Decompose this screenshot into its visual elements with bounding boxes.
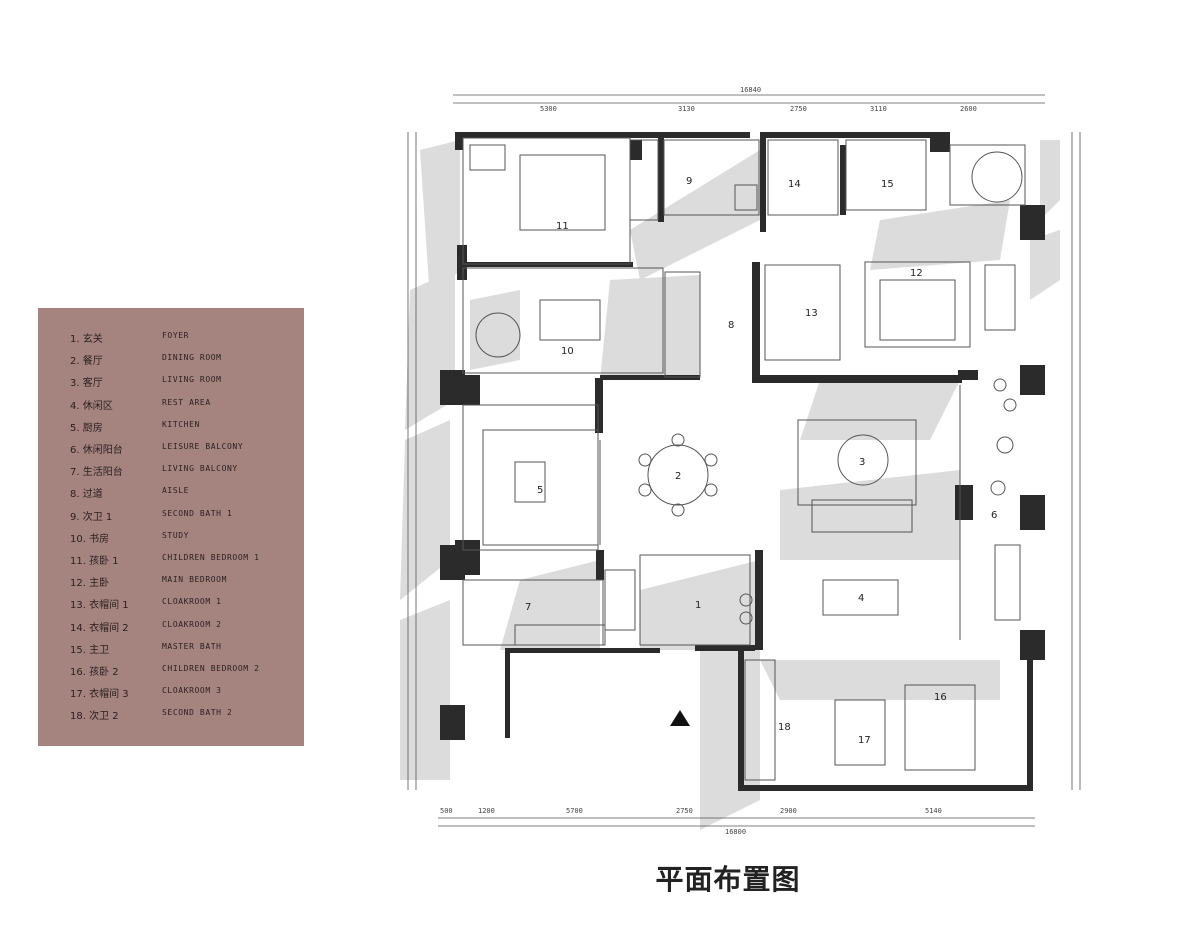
room-number-6: 6	[991, 510, 997, 521]
top-dim-4: 3110	[870, 105, 887, 113]
legend-item-en: SECOND BATH 2	[162, 708, 233, 718]
legend-item-en: LEISURE BALCONY	[162, 442, 244, 451]
dimension-text: 16840 5300 3130 2750 3110 2600 500 1200 …	[440, 86, 977, 836]
legend-item-cn: 17. 衣帽间 3	[70, 689, 129, 701]
room-number-11: 11	[556, 221, 569, 232]
legend-item-cn: 8. 过道	[70, 489, 103, 501]
legend-item-en: CHILDREN BEDROOM 1	[162, 553, 260, 562]
top-dim-5: 2600	[960, 105, 977, 113]
room-number-4: 4	[858, 593, 864, 604]
room-numbers: 1 2 3 4 5 6 7 8 9 10 11 12 13 14 15 16 1…	[525, 176, 997, 746]
legend-item-en: CLOAKROOM 2	[162, 619, 222, 629]
legend-item: 17. 衣帽间 3 CLOAKROOM 3	[38, 685, 304, 701]
interior-lines	[462, 137, 1026, 781]
room-number-5: 5	[537, 485, 543, 496]
legend-item-cn: 6. 休闲阳台	[70, 445, 123, 456]
legend-item-en: MASTER BATH	[162, 641, 222, 651]
legend-item-cn: 11. 孩卧 1	[70, 556, 119, 567]
legend-item-cn: 10. 书房	[70, 533, 110, 545]
entrance-arrow	[670, 710, 690, 726]
legend-item: 1. 玄关 FOYER	[38, 330, 304, 346]
room-number-17: 17	[858, 735, 871, 746]
top-dim-2: 3130	[678, 105, 695, 113]
plan-title: 平面布置图	[655, 863, 801, 896]
legend-item-en: FOYER	[162, 331, 190, 340]
room-number-13: 13	[805, 308, 818, 319]
bottom-dim-2: 1200	[478, 807, 495, 815]
bottom-dim-4: 2750	[676, 807, 693, 815]
room-number-14: 14	[788, 179, 801, 190]
legend-item-cn: 14. 衣帽间 2	[70, 622, 129, 634]
legend-item-cn: 4. 休闲区	[70, 400, 113, 412]
dining-chairs	[638, 378, 1017, 625]
legend-item: 14. 衣帽间 2 CLOAKROOM 2	[38, 619, 304, 635]
bottom-dim-6: 5140	[925, 807, 942, 815]
legend-item-cn: 3. 客厅	[70, 378, 103, 390]
legend-item-en: CLOAKROOM 1	[162, 597, 222, 607]
room-number-10: 10	[561, 346, 574, 357]
legend-item: 12. 主卧 MAIN BEDROOM	[38, 574, 304, 590]
legend-item-cn: 18. 次卫 2	[70, 711, 119, 723]
legend-item-en: LIVING BALCONY	[162, 464, 238, 474]
walls	[440, 132, 1045, 791]
legend-item: 16. 孩卧 2 CHILDREN BEDROOM 2	[38, 663, 304, 679]
legend-item: 5. 厨房 KITCHEN	[38, 419, 304, 435]
room-legend: 1. 玄关 FOYER 2. 餐厅 DINING ROOM 3. 客厅 LIVING RO…	[38, 308, 304, 746]
legend-item: 11. 孩卧 1 CHILDREN BEDROOM 1	[38, 552, 304, 568]
top-total-dim: 16840	[740, 86, 761, 94]
legend-item-cn: 2. 餐厅	[70, 356, 103, 368]
room-number-9: 9	[686, 176, 692, 187]
legend-item-en: SECOND BATH 1	[162, 508, 233, 518]
room-number-2: 2	[675, 471, 681, 482]
legend-item: 10. 书房 STUDY	[38, 530, 304, 546]
legend-item: 13. 衣帽间 1 CLOAKROOM 1	[38, 596, 304, 612]
legend-item-cn: 9. 次卫 1	[70, 511, 113, 523]
legend-item: 6. 休闲阳台 LEISURE BALCONY	[38, 441, 304, 457]
bottom-dim-5: 2900	[780, 807, 797, 815]
legend-item-en: STUDY	[162, 530, 190, 540]
room-number-8: 8	[728, 320, 734, 331]
legend-item-en: KITCHEN	[162, 419, 200, 429]
room-number-7: 7	[525, 602, 531, 613]
legend-item: 3. 客厅 LIVING ROOM	[38, 374, 304, 390]
legend-item: 2. 餐厅 DINING ROOM	[38, 352, 304, 368]
room-number-3: 3	[859, 457, 865, 468]
top-dim-3: 2750	[790, 105, 807, 113]
room-number-16: 16	[934, 692, 947, 703]
legend-item: 4. 休闲区 REST AREA	[38, 397, 304, 413]
legend-item-en: AISLE	[162, 486, 190, 496]
legend-item-en: MAIN BEDROOM	[162, 575, 227, 585]
legend-item: 7. 生活阳台 LIVING BALCONY	[38, 463, 304, 479]
legend-item-cn: 1. 玄关	[70, 334, 103, 345]
bottom-dim-1: 500	[440, 807, 453, 815]
legend-item-en: LIVING ROOM	[162, 375, 222, 385]
legend-item-cn: 15. 主卫	[70, 644, 110, 656]
bottom-dim-3: 5700	[566, 807, 583, 815]
legend-item-cn: 7. 生活阳台	[70, 467, 123, 479]
legend-item: 15. 主卫 MASTER BATH	[38, 641, 304, 657]
room-number-12: 12	[910, 268, 923, 279]
room-number-1: 1	[695, 600, 701, 611]
legend-item: 18. 次卫 2 SECOND BATH 2	[38, 707, 304, 723]
legend-item: 9. 次卫 1 SECOND BATH 1	[38, 508, 304, 524]
legend-item-cn: 16. 孩卧 2	[70, 667, 119, 678]
legend-item-en: CHILDREN BEDROOM 2	[162, 664, 260, 673]
room-number-15: 15	[881, 179, 894, 190]
legend-item-en: CLOAKROOM 3	[162, 686, 222, 696]
bottom-total-dim: 16800	[725, 828, 746, 836]
legend-item-cn: 12. 主卧	[70, 578, 110, 590]
legend-item: 8. 过道 AISLE	[38, 485, 304, 501]
legend-item-en: DINING ROOM	[162, 353, 222, 363]
top-dim-1: 5300	[540, 105, 557, 113]
legend-item-cn: 5. 厨房	[70, 422, 103, 434]
legend-item-cn: 13. 衣帽间 1	[70, 600, 129, 612]
dimension-lines	[407, 94, 1081, 827]
legend-item-en: REST AREA	[162, 397, 211, 407]
room-number-18: 18	[778, 722, 791, 733]
